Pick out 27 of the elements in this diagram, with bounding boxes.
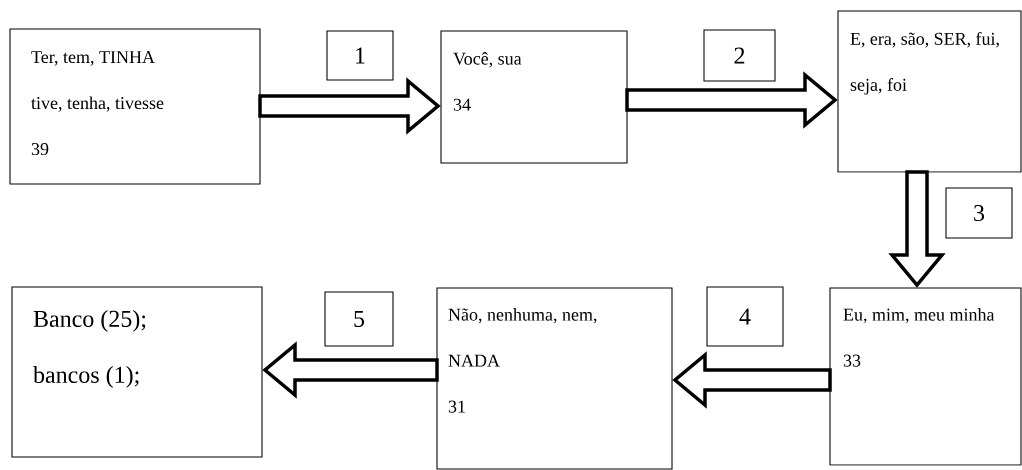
block-arrow <box>262 341 439 399</box>
box-text: Ter, tem, TINHA <box>31 51 155 66</box>
text-box <box>440 30 628 164</box>
box-text: E, era, são, SER, fui, seja, foi <box>850 32 999 95</box>
edge-label: 4 <box>706 286 784 347</box>
text-box <box>11 286 263 458</box>
box-text: Não, nenhuma, nem, NADA <box>448 308 597 367</box>
edge-label: 1 <box>326 30 394 81</box>
box-text: bancos (1); <box>33 366 139 388</box>
box-text: Eu, mim, meu minha 33 <box>843 308 995 367</box>
box-text: 39 <box>31 143 49 156</box>
text-box <box>829 287 1022 466</box>
box-text: Você, sua <box>453 52 522 68</box>
text-box <box>436 287 673 470</box>
box-text: 34 <box>453 98 471 111</box>
edge-label: 2 <box>703 29 776 82</box>
text-box <box>837 10 1022 173</box>
edge-label: 3 <box>945 187 1013 239</box>
text-box <box>9 28 261 185</box>
box-text: Banco (25); <box>33 310 146 332</box>
box-text: tive, tenha, tivesse <box>31 96 164 112</box>
block-arrow <box>258 77 441 135</box>
edge-label: 5 <box>324 291 394 347</box>
box-text: 31 <box>448 400 465 413</box>
block-arrow <box>888 170 946 288</box>
block-arrow <box>625 71 838 129</box>
block-arrow <box>672 351 832 409</box>
